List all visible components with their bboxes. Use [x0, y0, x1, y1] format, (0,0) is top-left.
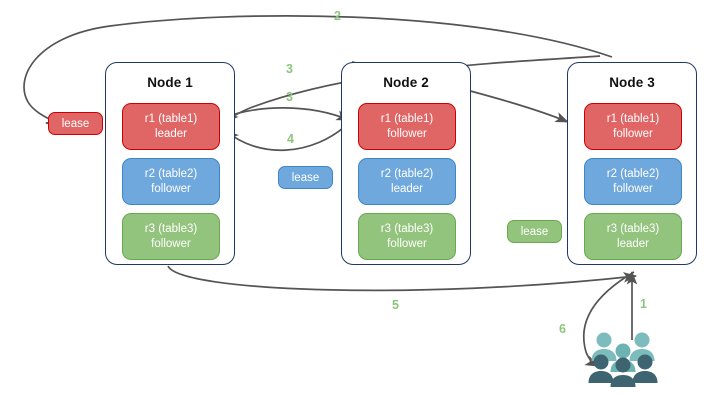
- edge-5: [167, 265, 638, 292]
- edge-label-3-upper: 3: [286, 62, 293, 76]
- edge-label-6: 6: [559, 322, 566, 336]
- replica-role: follower: [613, 127, 653, 140]
- replica-role: leader: [617, 237, 649, 250]
- users-group-icon: [588, 332, 658, 387]
- edge-label-4: 4: [287, 132, 294, 146]
- replica-node3-r2[interactable]: r2 (table2) follower: [584, 158, 682, 205]
- edge-3-lower: [219, 107, 350, 121]
- lease-box-r3[interactable]: lease: [507, 220, 562, 243]
- edge-label-3-lower: 3: [286, 90, 293, 104]
- replica-role: leader: [155, 127, 187, 140]
- replica-node3-r1[interactable]: r1 (table1) follower: [584, 103, 682, 150]
- replica-name: r2 (table2): [144, 168, 198, 180]
- replica-name: r1 (table1): [144, 113, 198, 125]
- replica-node2-r2[interactable]: r2 (table2) leader: [358, 158, 456, 205]
- replica-node1-r1[interactable]: r1 (table1) leader: [122, 103, 220, 150]
- node-title-node3: Node 3: [609, 75, 655, 90]
- replica-name: r2 (table2): [606, 168, 660, 180]
- replica-name: r1 (table1): [606, 113, 660, 125]
- node-title-node2: Node 2: [383, 75, 429, 90]
- edge-label-1: 1: [640, 297, 647, 311]
- replica-node2-r3[interactable]: r3 (table3) follower: [358, 213, 456, 260]
- replica-name: r3 (table3): [144, 223, 198, 235]
- replica-role: leader: [391, 182, 423, 195]
- replica-role: follower: [151, 182, 191, 195]
- node-box-node1[interactable]: Node 1 r1 (table1) leader r2 (table2) fo…: [105, 62, 235, 265]
- edge-label-5: 5: [392, 298, 399, 312]
- replica-role: follower: [151, 237, 191, 250]
- replica-node2-r1[interactable]: r1 (table1) follower: [358, 103, 456, 150]
- replica-node1-r2[interactable]: r2 (table2) follower: [122, 158, 220, 205]
- replica-name: r1 (table1): [380, 113, 434, 125]
- replica-name: r3 (table3): [380, 223, 434, 235]
- replica-node3-r3[interactable]: r3 (table3) leader: [584, 213, 682, 260]
- replica-name: r2 (table2): [380, 168, 434, 180]
- replica-node1-r3[interactable]: r3 (table3) follower: [122, 213, 220, 260]
- replica-role: follower: [613, 182, 653, 195]
- node-box-node2[interactable]: Node 2 r1 (table1) follower r2 (table2) …: [341, 62, 471, 265]
- lease-box-r1[interactable]: lease: [48, 112, 103, 135]
- replica-name: r3 (table3): [606, 223, 660, 235]
- replica-role: follower: [387, 237, 427, 250]
- node-box-node3[interactable]: Node 3 r1 (table1) follower r2 (table2) …: [567, 62, 697, 265]
- replica-role: follower: [387, 127, 427, 140]
- lease-box-r2[interactable]: lease: [278, 166, 333, 189]
- node-title-node1: Node 1: [147, 75, 193, 90]
- edge-label-2: 2: [334, 9, 341, 23]
